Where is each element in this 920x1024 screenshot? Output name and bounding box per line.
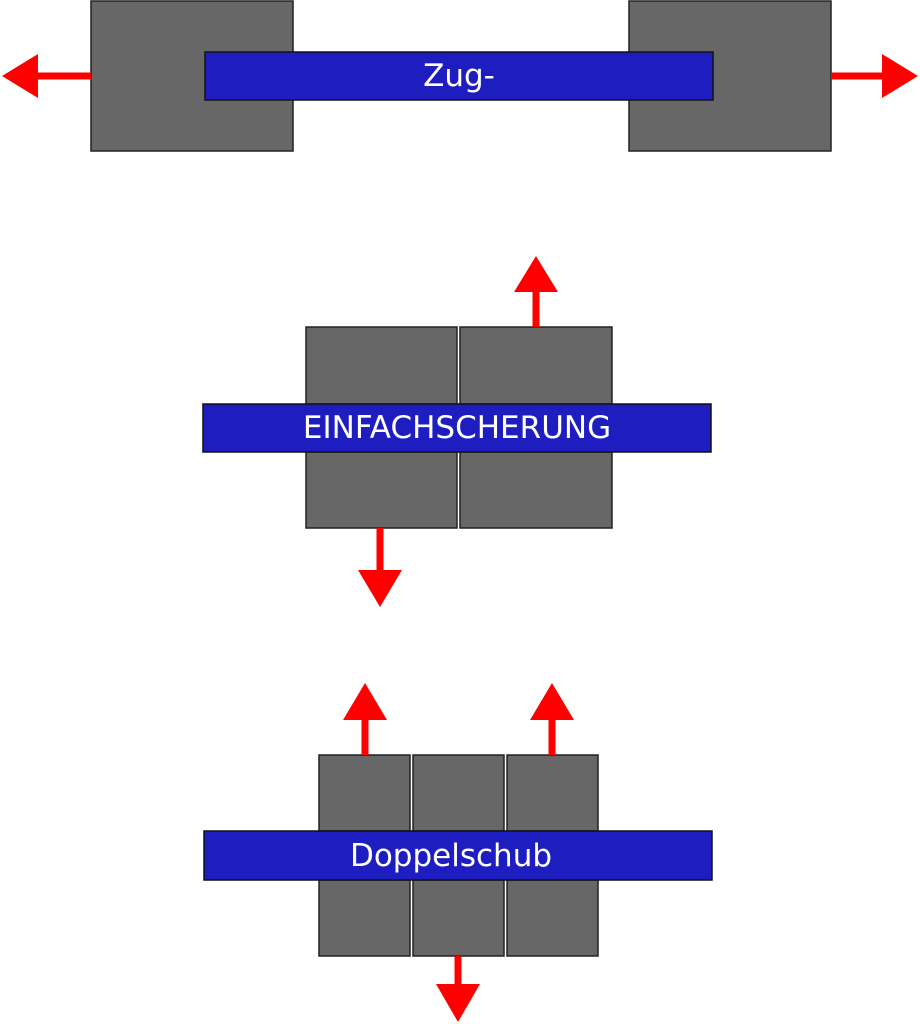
- tension-label: Zug-: [423, 58, 495, 94]
- down-arrow-icon: [436, 956, 480, 1022]
- double-shear-label: Doppelschub: [350, 838, 552, 874]
- left-arrow-icon: [2, 54, 91, 98]
- up-arrow-icon: [343, 683, 387, 755]
- tension-panel: Zug-: [2, 0, 918, 152]
- single-shear-block-top-left: [305, 326, 458, 405]
- single-shear-block-bottom-left: [305, 451, 458, 529]
- double-shear-block-bottom-right: [506, 879, 599, 957]
- double-shear-block-bottom-left: [318, 879, 411, 957]
- double-shear-block-top-right: [506, 754, 599, 832]
- up-arrow-icon: [514, 256, 558, 327]
- double-shear-panel: Doppelschub: [203, 683, 713, 1022]
- down-arrow-icon: [358, 528, 402, 607]
- single-shear-block-bottom-right: [459, 451, 613, 529]
- double-shear-bar: [203, 830, 713, 881]
- single-shear-bar: [202, 403, 712, 453]
- double-shear-block-top-left: [318, 754, 411, 832]
- double-shear-block-bottom-middle: [412, 879, 505, 957]
- tension-specimen-bar: [204, 51, 714, 101]
- double-shear-block-top-middle: [412, 754, 505, 832]
- right-arrow-icon: [831, 54, 918, 98]
- up-arrow-icon: [530, 683, 574, 755]
- single-shear-label: EINFACHSCHERUNG: [303, 410, 611, 446]
- single-shear-block-top-right: [459, 326, 613, 405]
- single-shear-panel: EINFACHSCHERUNG: [202, 256, 712, 607]
